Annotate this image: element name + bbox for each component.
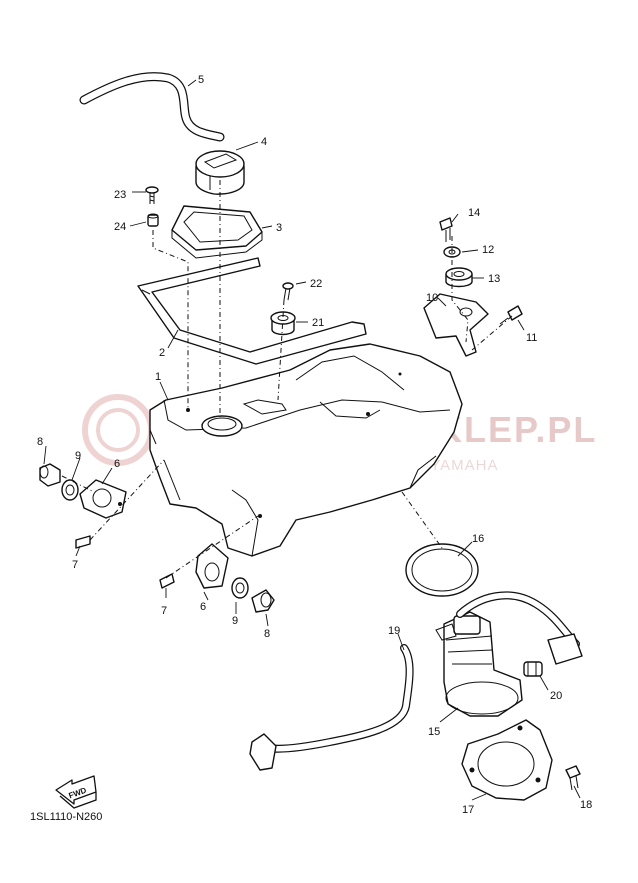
callout-17: 17 <box>462 804 474 816</box>
callout-19: 19 <box>388 625 400 637</box>
part-20-clamp <box>523 661 543 677</box>
callout-6-lower: 6 <box>200 601 206 613</box>
callout-23: 23 <box>114 189 126 201</box>
callout-21: 21 <box>312 317 324 329</box>
part-24-collar <box>147 213 159 227</box>
part-3-filler-cover <box>171 205 263 259</box>
callouts: 1 2 3 4 5 6 6 7 7 8 8 9 9 10 11 12 13 14… <box>37 74 592 816</box>
part-22-screw <box>282 282 294 301</box>
callout-14: 14 <box>468 207 480 219</box>
callout-15: 15 <box>428 726 440 738</box>
callout-20: 20 <box>550 690 562 702</box>
callout-10: 10 <box>426 292 438 304</box>
part-6-bracket-lower <box>195 543 229 589</box>
part-6-bracket-left <box>79 479 127 519</box>
callout-9-left: 9 <box>75 450 81 462</box>
part-17-plate <box>461 719 553 801</box>
part-13-damper <box>445 267 473 288</box>
callout-2: 2 <box>159 347 165 359</box>
part-2-rail <box>137 257 367 365</box>
part-7-bolt-left <box>75 535 91 549</box>
part-10-bracket <box>423 293 489 357</box>
callout-8-lower: 8 <box>264 628 270 640</box>
callout-24: 24 <box>114 221 126 233</box>
catalog-code: 1SL1110-N260 <box>30 811 103 823</box>
callout-7-lower: 7 <box>161 605 167 617</box>
callout-9-lower: 9 <box>232 615 238 627</box>
part-5-breather-hose <box>79 72 225 142</box>
callout-13: 13 <box>488 273 500 285</box>
part-23-screw <box>145 186 159 204</box>
part-16-gasket <box>405 543 479 597</box>
callout-16: 16 <box>472 533 484 545</box>
part-9-oring-lower <box>231 577 249 599</box>
callout-12: 12 <box>482 244 494 256</box>
part-7-bolt-lower <box>159 573 175 589</box>
part-14-bolt <box>439 217 453 242</box>
part-18-screw <box>565 765 581 791</box>
callout-1: 1 <box>155 371 161 383</box>
watermark-logo-icon <box>82 394 154 466</box>
callout-22: 22 <box>310 278 322 290</box>
part-15-fuel-pump <box>435 611 523 717</box>
callout-3: 3 <box>276 222 282 234</box>
part-19-hose <box>249 591 583 771</box>
part-1-fuel-tank <box>149 343 463 557</box>
fwd-arrow-icon: FWD <box>55 775 97 809</box>
callout-4: 4 <box>261 136 267 148</box>
callout-5: 5 <box>198 74 204 86</box>
callout-7-left: 7 <box>72 559 78 571</box>
callout-18: 18 <box>580 799 592 811</box>
callout-11: 11 <box>526 332 537 344</box>
callout-6-left: 6 <box>114 458 120 470</box>
leader-lines <box>43 79 581 801</box>
part-8-nipple-left <box>39 463 61 487</box>
callout-8-left: 8 <box>37 436 43 448</box>
assembly-lines <box>61 180 513 579</box>
part-8-nipple-lower <box>251 589 275 613</box>
part-4-fuel-cap <box>195 150 245 195</box>
